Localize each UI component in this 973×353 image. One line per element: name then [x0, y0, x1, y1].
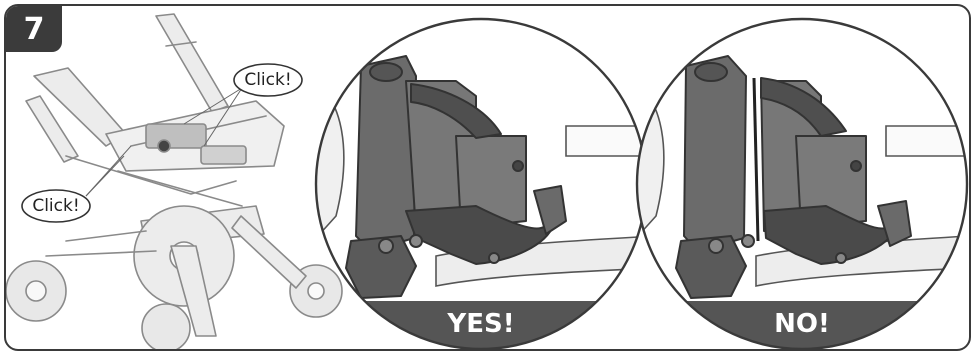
step-number-badge: 7	[6, 6, 62, 52]
instruction-frame: 7 Click! Click! YES! NO!	[4, 4, 971, 351]
incorrect-label: NO!	[722, 309, 882, 339]
click-callout-top: Click!	[234, 68, 302, 92]
correct-label: YES!	[401, 309, 561, 339]
detail-correct	[306, 6, 659, 349]
illustration	[6, 6, 969, 349]
stroller-frame-illustration	[6, 14, 342, 349]
detail-incorrect	[626, 6, 969, 349]
click-callout-left: Click!	[22, 194, 90, 218]
step-number: 7	[24, 12, 45, 47]
